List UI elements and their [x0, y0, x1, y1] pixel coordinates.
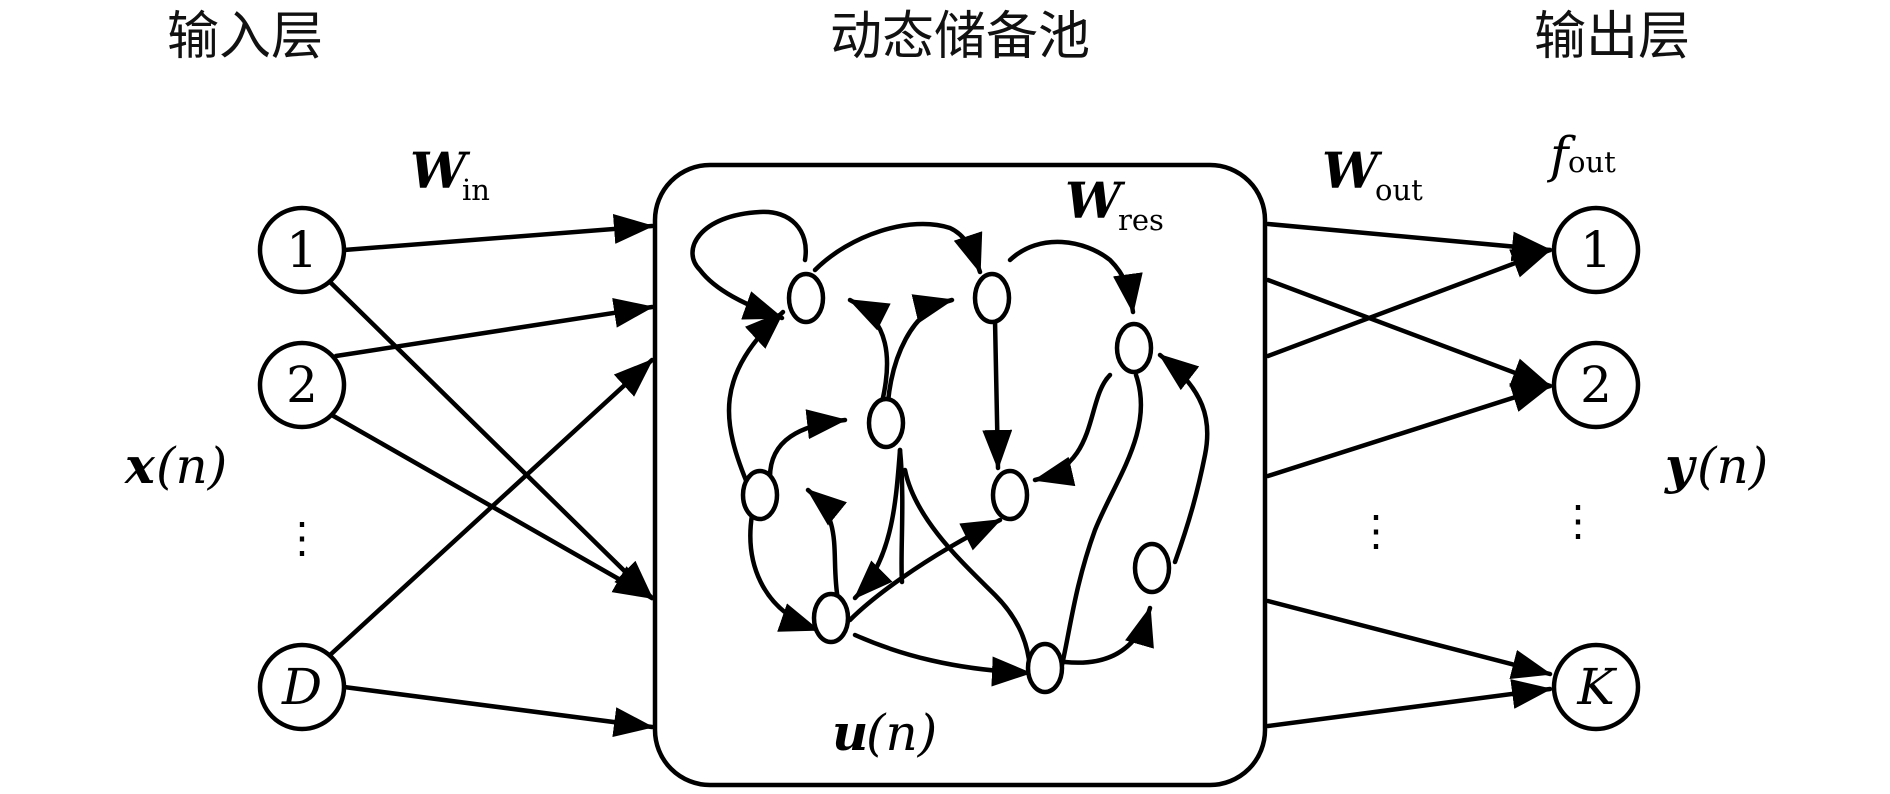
w-in-symbol: W	[410, 141, 471, 200]
input-signal-label: x (n)	[124, 436, 227, 495]
output-connections	[1265, 221, 1553, 729]
state-signal-arg: (n)	[866, 704, 937, 762]
w-in-subscript: in	[462, 173, 490, 207]
reservoir-title: 动态储备池	[830, 7, 1090, 67]
reservoir-neuron	[1114, 321, 1154, 375]
reservoir-neuron	[740, 468, 780, 522]
output-node-1-label: 1	[1580, 221, 1612, 279]
reservoir-neuron	[866, 396, 906, 450]
reservoir-neuron	[990, 468, 1030, 522]
w-res-label: W res	[1065, 171, 1164, 237]
w-out-symbol: W	[1322, 141, 1383, 200]
input-node-2-label: 2	[286, 356, 318, 414]
reservoir-neuron	[811, 591, 851, 645]
output-ellipsis-right: ⋮	[1557, 496, 1599, 545]
reservoir-box	[652, 162, 1268, 788]
input-node-2: 2	[257, 340, 347, 430]
input-ellipsis: ⋮	[281, 513, 323, 562]
output-signal-arg: (n)	[1697, 437, 1768, 495]
output-ellipsis-left: ⋮	[1355, 506, 1397, 555]
output-signal-symbol: y	[1664, 436, 1697, 495]
input-node-d-label: D	[281, 658, 322, 716]
state-signal-symbol: u	[832, 703, 868, 762]
input-node-d: D	[257, 642, 347, 732]
output-node-2: 2	[1551, 340, 1641, 430]
input-layer-title: 输入层	[167, 7, 323, 67]
reservoir-neuron	[1132, 541, 1172, 595]
w-out-subscript: out	[1375, 173, 1423, 207]
output-signal-label: y (n)	[1664, 436, 1768, 495]
input-signal-arg: (n)	[156, 437, 227, 495]
output-node-1: 1	[1551, 205, 1641, 295]
w-in-label: W in	[410, 141, 490, 207]
reservoir-neuron	[1025, 641, 1065, 695]
reservoir-edges	[690, 209, 1210, 687]
state-signal-label: u (n)	[832, 703, 937, 762]
f-out-subscript: out	[1568, 145, 1616, 179]
output-layer-title: 输出层	[1534, 7, 1690, 67]
w-res-symbol: W	[1065, 171, 1126, 230]
output-node-k: K	[1551, 642, 1641, 732]
input-signal-symbol: x	[124, 436, 156, 495]
input-connections	[327, 213, 655, 737]
reservoir-neuron	[786, 271, 826, 325]
w-out-label: W out	[1322, 141, 1423, 207]
output-node-2-label: 2	[1580, 356, 1612, 414]
output-node-k-label: K	[1576, 658, 1617, 716]
f-out-label: f out	[1546, 126, 1616, 184]
input-node-1: 1	[257, 205, 347, 295]
w-res-subscript: res	[1118, 203, 1164, 237]
reservoir-neurons	[740, 271, 1172, 695]
reservoir-neuron	[972, 271, 1012, 325]
input-node-1-label: 1	[286, 221, 318, 279]
